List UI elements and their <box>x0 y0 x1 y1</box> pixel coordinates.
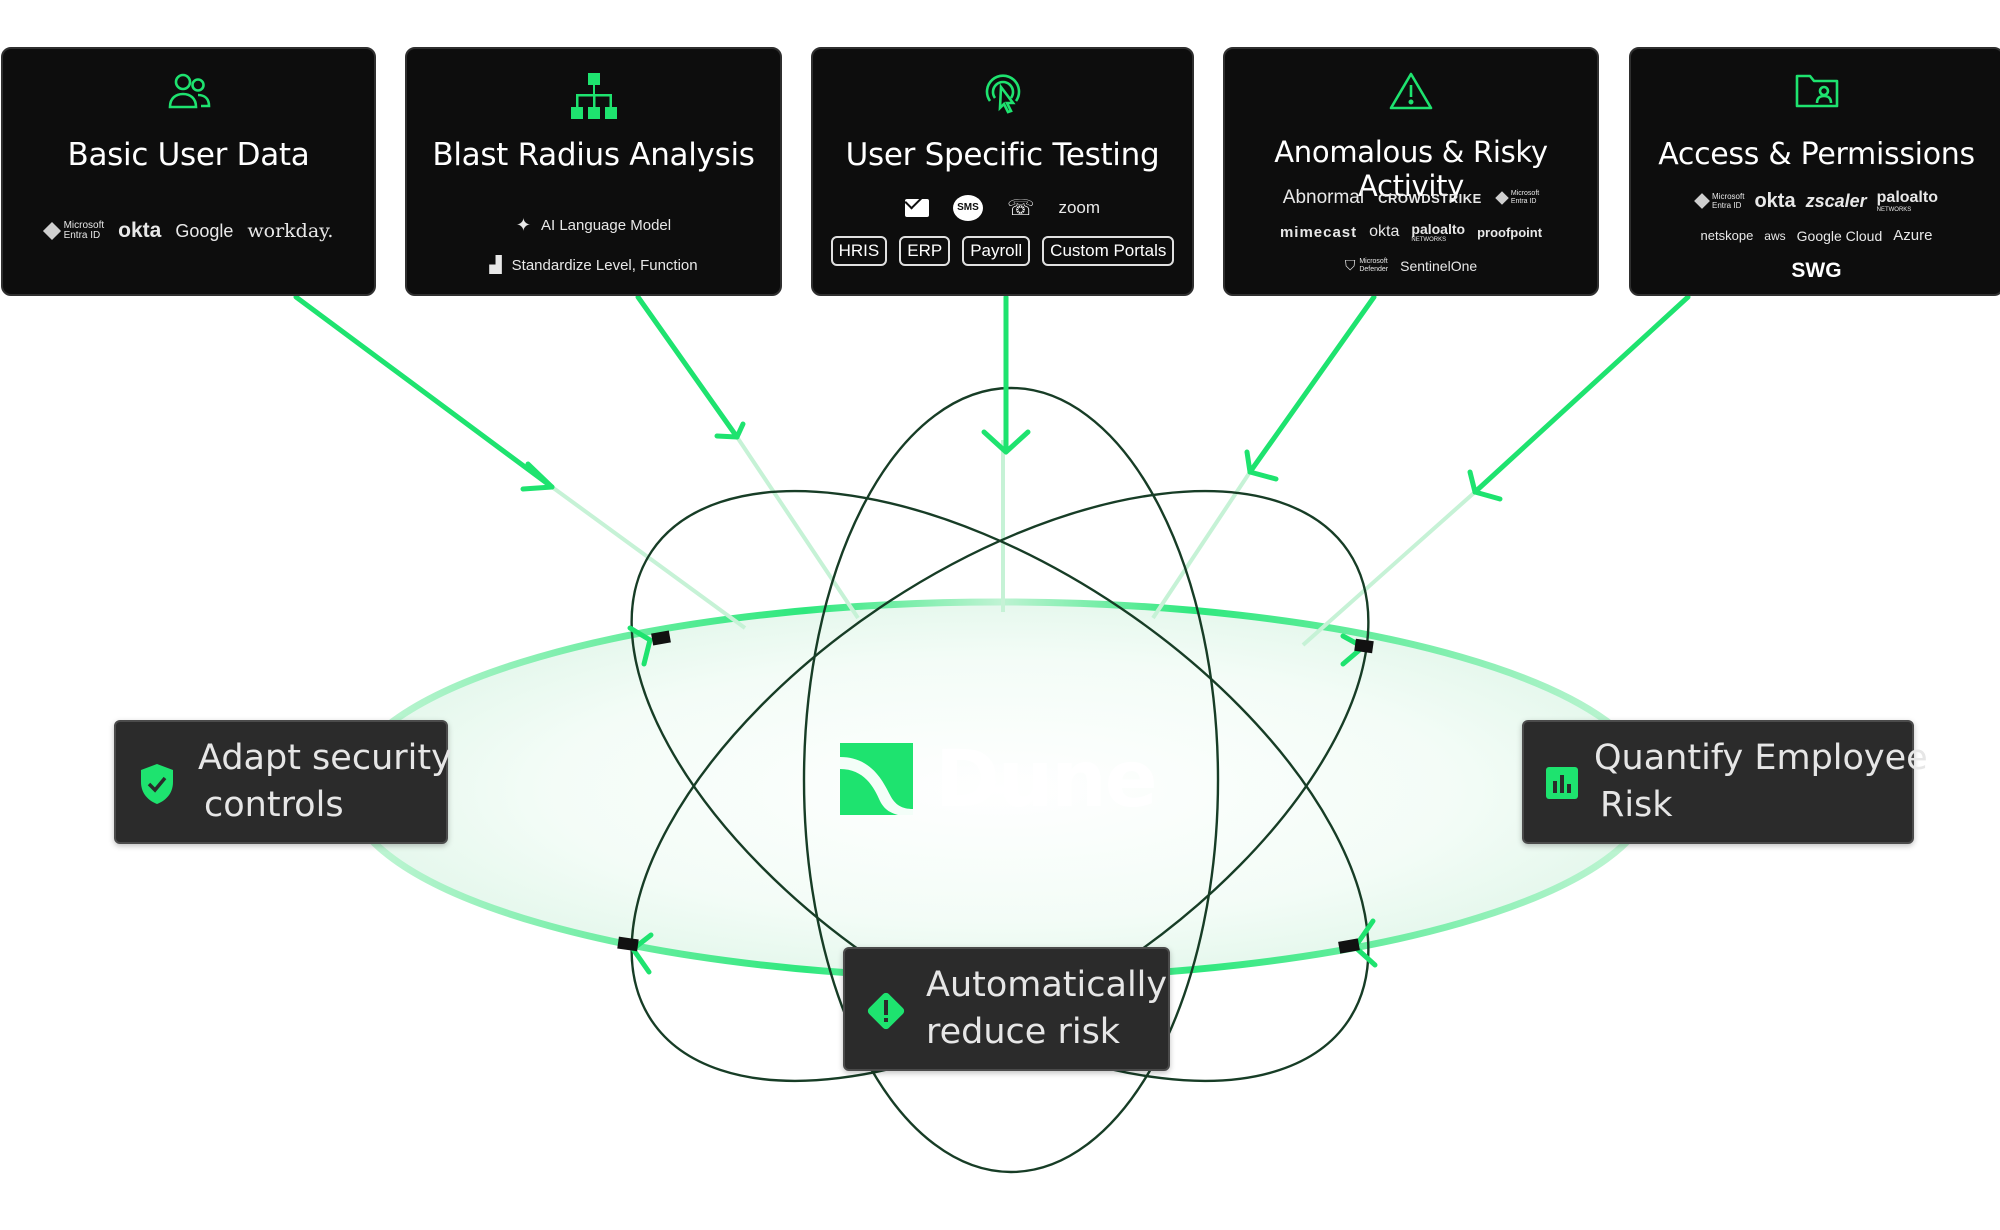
outcome-line: Adapt security <box>198 738 452 778</box>
hierarchy-icon: ▟ <box>489 257 502 274</box>
crowdstrike-logo: CROWDSTRIKE <box>1378 190 1482 206</box>
card-user-specific-testing: User Specific Testing SMS ☏ zoom HRIS ER… <box>811 47 1194 296</box>
outcome-line: Quantify Employee <box>1594 738 1928 778</box>
card-title: Basic User Data <box>67 137 310 173</box>
bar-chart-icon <box>1546 767 1578 799</box>
cursor-click-icon <box>813 71 1192 123</box>
sentinelone-logo: SentinelOne <box>1400 257 1478 274</box>
azure-logo: Azure <box>1893 227 1933 244</box>
card-title: Access & Permissions <box>1658 137 1975 172</box>
shield-icon: ⛉ <box>1344 257 1356 273</box>
email-icon <box>904 191 929 217</box>
sparkle-icon: ✦ <box>515 215 531 235</box>
dune-wordmark: Dune <box>935 735 1158 825</box>
folder-user-icon <box>1631 71 2000 123</box>
phone-icon: ☏ <box>1006 195 1035 220</box>
users-icon <box>3 71 374 123</box>
card-title: Anomalous & Risky Activity <box>1274 135 1548 203</box>
pill-erp: ERP <box>899 236 951 266</box>
swg-label: SWG <box>1791 259 1842 282</box>
pill-custom-portals: Custom Portals <box>1042 236 1175 266</box>
okta-logo: okta <box>1754 189 1796 212</box>
sms-icon: SMS <box>952 195 983 221</box>
zoom-logo: zoom <box>1058 198 1101 217</box>
zscaler-logo: zscaler <box>1805 190 1867 211</box>
card-blast-radius: Blast Radius Analysis ✦ AI Language Mode… <box>405 47 782 296</box>
standardize-level-function: ▟ Standardize Level, Function <box>489 256 698 275</box>
okta-logo: okta <box>1369 223 1400 240</box>
alert-diamond-icon <box>867 992 905 1030</box>
okta-logo: okta <box>118 219 162 242</box>
shield-check-icon <box>141 764 173 804</box>
input-arrows <box>293 294 1691 502</box>
outcome-line: Automatically <box>926 965 1168 1005</box>
card-title: User Specific Testing <box>845 137 1160 173</box>
org-chart-icon <box>407 71 780 123</box>
card-anomalous-activity: Anomalous & Risky Activity Abnormal CROW… <box>1223 47 1599 296</box>
warning-icon <box>1225 71 1597 123</box>
pill-hris: HRIS <box>830 236 888 266</box>
netskope-logo: netskope <box>1700 228 1754 243</box>
faint-connectors <box>550 435 1477 647</box>
rim-ticks <box>617 630 1374 954</box>
card-title: Blast Radius Analysis <box>432 137 755 173</box>
abnormal-logo: Abnormal <box>1282 187 1365 208</box>
aws-logo: aws <box>1764 228 1786 243</box>
workday-logo: workday. <box>247 220 334 242</box>
google-cloud-logo: Google Cloud <box>1796 227 1883 244</box>
ai-language-model: ✦ AI Language Model <box>515 215 672 235</box>
google-logo: Google <box>175 220 234 241</box>
paloalto-logo: paloalto NETWORKS <box>1411 221 1466 243</box>
outcome-line: controls <box>204 785 344 825</box>
outcome-line: reduce risk <box>926 1012 1121 1052</box>
paloalto-logo: paloalto NETWORKS <box>1876 189 1938 213</box>
outcome-quantify-risk: Quantify Employee Risk <box>1522 720 1928 844</box>
outcome-reduce-risk: Automatically reduce risk <box>843 947 1170 1071</box>
mimecast-logo: mimecast <box>1279 223 1358 241</box>
pill-payroll: Payroll <box>962 236 1031 266</box>
outcome-adapt-security: Adapt security controls <box>114 720 452 844</box>
dune-logo-mark <box>840 743 913 815</box>
outcome-line: Risk <box>1600 785 1673 825</box>
proofpoint-logo: proofpoint <box>1477 224 1543 240</box>
